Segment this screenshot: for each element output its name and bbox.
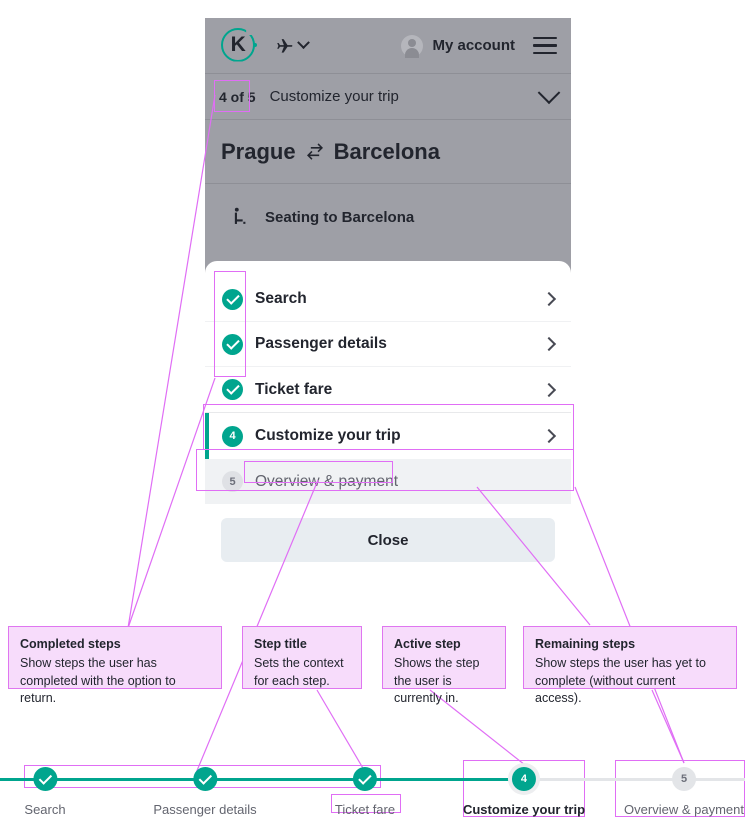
check-icon bbox=[198, 770, 212, 785]
stepper-node-overview-payment: 5 Overview & payment bbox=[624, 767, 744, 817]
step-todo-badge: 5 bbox=[222, 471, 243, 492]
callout-body: Show steps the user has yet to complete … bbox=[535, 655, 706, 706]
step-active-badge: 4 bbox=[511, 767, 536, 791]
step-todo-badge: 5 bbox=[672, 767, 696, 791]
burger-line bbox=[533, 36, 557, 40]
stepper-node-label: Ticket fare bbox=[334, 802, 396, 817]
step-done-badge bbox=[352, 767, 377, 791]
sheet-row-ticket-fare[interactable]: Ticket fare bbox=[205, 367, 571, 412]
stepper-node-label: Customize your trip bbox=[462, 802, 586, 817]
route-destination: Barcelona bbox=[333, 138, 440, 164]
segment-label: Seating to Barcelona bbox=[265, 208, 415, 226]
sheet-row-label: Overview & payment bbox=[255, 472, 398, 490]
sheet-row-passenger-details[interactable]: Passenger details bbox=[205, 322, 571, 367]
chevron-down-icon[interactable] bbox=[537, 80, 561, 104]
sheet-row-label: Search bbox=[255, 290, 307, 307]
logo-dot-icon bbox=[253, 42, 257, 47]
step-active-badge: 4 bbox=[222, 425, 243, 447]
sheet-row-label: Customize your trip bbox=[255, 427, 401, 444]
burger-line bbox=[533, 51, 557, 55]
route-header: Prague Barcelona bbox=[205, 120, 571, 184]
chevron-right-icon[interactable] bbox=[541, 291, 557, 307]
stepper-track-progress bbox=[0, 778, 524, 781]
sheet-row-search[interactable]: Search bbox=[205, 277, 571, 322]
stepper-node-label: Passenger details bbox=[153, 802, 257, 817]
sheet-row-customize-your-trip[interactable]: 4 Customize your trip bbox=[205, 412, 571, 459]
check-icon bbox=[38, 770, 52, 785]
trip-segment-row: Seating to Barcelona bbox=[205, 184, 571, 250]
sheet-row-overview-payment: 5 Overview & payment bbox=[205, 459, 571, 504]
plane-icon bbox=[277, 39, 293, 53]
callout-remaining-steps: Remaining steps Show steps the user has … bbox=[523, 626, 737, 705]
route-title: Prague Barcelona bbox=[221, 139, 440, 165]
route-origin: Prague bbox=[221, 138, 296, 164]
step-done-badge bbox=[193, 767, 217, 791]
steps-bottom-sheet: Search Passenger details Ticket fare 4 C… bbox=[205, 261, 571, 578]
callout-completed-steps: Completed steps Show steps the user has … bbox=[8, 626, 222, 705]
step-counter: 4 of 5 bbox=[219, 88, 256, 105]
kiwi-logo[interactable]: K bbox=[219, 26, 259, 66]
stepper-node-ticket-fare[interactable]: Ticket fare bbox=[335, 767, 395, 817]
callout-step-title: Step title Sets the context for each ste… bbox=[242, 626, 362, 689]
step-done-badge bbox=[222, 379, 243, 400]
swap-arrows-icon bbox=[306, 142, 323, 160]
sheet-row-label: Ticket fare bbox=[255, 380, 333, 398]
seat-icon bbox=[234, 207, 246, 224]
callout-body: Show steps the user has completed with t… bbox=[20, 655, 176, 706]
mobile-mockup: K My account 4 of 5 Customize bbox=[205, 18, 571, 578]
sheet-footer: Close bbox=[205, 504, 571, 578]
callout-title: Active step bbox=[394, 637, 461, 651]
step-done-badge bbox=[222, 288, 243, 310]
step-progress-bar[interactable]: 4 of 5 Customize your trip bbox=[205, 74, 571, 120]
account-menu[interactable]: My account bbox=[401, 34, 515, 58]
stepper-node-passenger-details[interactable]: Passenger details bbox=[153, 767, 257, 817]
logo-letter: K bbox=[230, 32, 246, 56]
stepper-node-search[interactable]: Search bbox=[24, 767, 66, 817]
check-icon bbox=[358, 770, 372, 785]
chevron-right-icon[interactable] bbox=[541, 428, 557, 444]
callout-body: Sets the context for each step. bbox=[254, 655, 344, 688]
callout-title: Remaining steps bbox=[535, 637, 636, 651]
step-done-badge bbox=[32, 767, 57, 791]
chevron-down-icon bbox=[297, 36, 310, 50]
step-done-badge bbox=[222, 333, 243, 355]
flight-type-selector[interactable] bbox=[275, 36, 310, 55]
hamburger-menu-icon[interactable] bbox=[533, 36, 557, 55]
chevron-right-icon[interactable] bbox=[541, 382, 557, 397]
check-icon bbox=[225, 335, 240, 350]
chevron-right-icon[interactable] bbox=[541, 336, 557, 352]
horizontal-stepper: Search Passenger details Ticket fare 4 C… bbox=[0, 745, 745, 837]
callout-active-step: Active step Shows the step the user is c… bbox=[382, 626, 506, 705]
step-title: Customize your trip bbox=[269, 88, 399, 105]
callout-title: Completed steps bbox=[20, 637, 121, 651]
sheet-row-label: Passenger details bbox=[255, 335, 387, 352]
stepper-node-label: Overview & payment bbox=[624, 802, 744, 817]
account-label: My account bbox=[432, 37, 515, 54]
callout-title: Step title bbox=[254, 637, 307, 651]
app-header: K My account bbox=[205, 18, 571, 74]
close-button[interactable]: Close bbox=[221, 518, 555, 562]
check-icon bbox=[225, 290, 240, 305]
avatar bbox=[401, 34, 424, 58]
check-icon bbox=[225, 381, 240, 395]
burger-line bbox=[533, 44, 557, 47]
callout-body: Shows the step the user is currently in. bbox=[394, 655, 480, 706]
stepper-node-customize-your-trip[interactable]: 4 Customize your trip bbox=[463, 767, 585, 817]
stepper-node-label: Search bbox=[24, 802, 66, 817]
